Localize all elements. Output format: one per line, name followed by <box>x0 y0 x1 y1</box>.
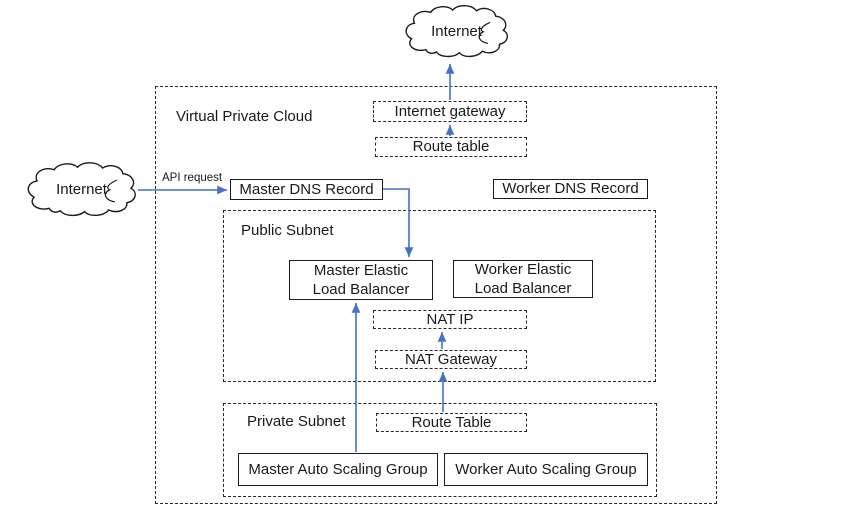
nat-gateway-label: NAT Gateway <box>405 350 497 368</box>
route-table-top-label: Route table <box>412 138 490 156</box>
private-subnet-container: Private Subnet <box>223 403 657 497</box>
private-subnet-label: Private Subnet <box>247 413 346 430</box>
public-subnet-label: Public Subnet <box>241 222 334 239</box>
vpc-container: Virtual Private Cloud <box>155 86 717 504</box>
master-elb-label-line1: Master Elastic <box>313 262 409 279</box>
worker-dns-record-label: Worker DNS Record <box>502 180 639 198</box>
nat-ip-label: NAT IP <box>426 310 474 328</box>
cloud-icon <box>25 160 138 218</box>
internet-cloud-left: Internet <box>25 160 138 218</box>
vpc-label: Virtual Private Cloud <box>176 108 313 125</box>
worker-asg-label: Worker Auto Scaling Group <box>455 460 637 478</box>
master-elb-label-line2: Load Balancer <box>312 281 410 298</box>
node-nat-gateway: NAT Gateway <box>375 350 527 369</box>
worker-elb-label-line2: Load Balancer <box>474 280 572 297</box>
node-route-table-top: Route table <box>375 137 527 157</box>
internet-cloud-top: Internet <box>403 3 510 59</box>
node-worker-dns-record: Worker DNS Record <box>493 179 648 199</box>
node-worker-auto-scaling-group: Worker Auto Scaling Group <box>444 453 648 486</box>
node-nat-ip: NAT IP <box>373 310 527 329</box>
master-dns-record-label: Master DNS Record <box>239 180 374 198</box>
route-table-private-label: Route Table <box>411 413 492 431</box>
node-master-elastic-load-balancer: Master Elastic Load Balancer <box>289 260 433 300</box>
internet-gateway-label: Internet gateway <box>394 102 506 120</box>
node-worker-elastic-load-balancer: Worker Elastic Load Balancer <box>453 260 593 298</box>
node-master-auto-scaling-group: Master Auto Scaling Group <box>238 453 438 486</box>
worker-elb-label-line1: Worker Elastic <box>474 261 572 278</box>
cloud-icon <box>403 3 510 59</box>
master-asg-label: Master Auto Scaling Group <box>248 460 428 478</box>
api-request-edge-label: API request <box>162 172 223 184</box>
node-master-dns-record: Master DNS Record <box>230 179 383 200</box>
node-route-table-private: Route Table <box>376 413 527 432</box>
internet-cloud-top-label: Internet <box>431 22 482 40</box>
internet-cloud-left-label: Internet <box>56 180 107 198</box>
node-internet-gateway: Internet gateway <box>373 101 527 122</box>
